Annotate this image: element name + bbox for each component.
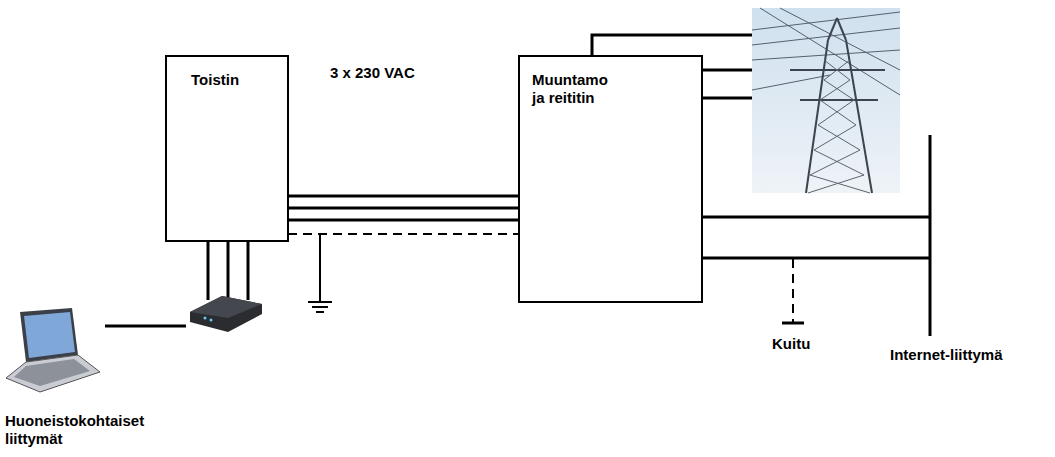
modem-icon [190, 296, 262, 332]
device-box: Toistin [165, 55, 289, 242]
power-tower-picture [752, 8, 900, 193]
laptop-icon [6, 308, 100, 392]
apartment-label: Huoneistokohtaiset liittymät [5, 412, 144, 448]
internet-label: Internet-liittymä [890, 346, 1003, 364]
device-box: Muuntamo ja reititin [518, 55, 703, 303]
fiber-label: Kuitu [772, 335, 810, 353]
box-title: Muuntamo ja reititin [532, 71, 608, 107]
fiber-line [782, 259, 804, 323]
ground-symbol [308, 234, 332, 312]
internet-lines [702, 135, 930, 336]
power-cable [288, 196, 519, 234]
box-title: Toistin [191, 71, 239, 89]
voltage-label: 3 x 230 VAC [330, 64, 415, 82]
